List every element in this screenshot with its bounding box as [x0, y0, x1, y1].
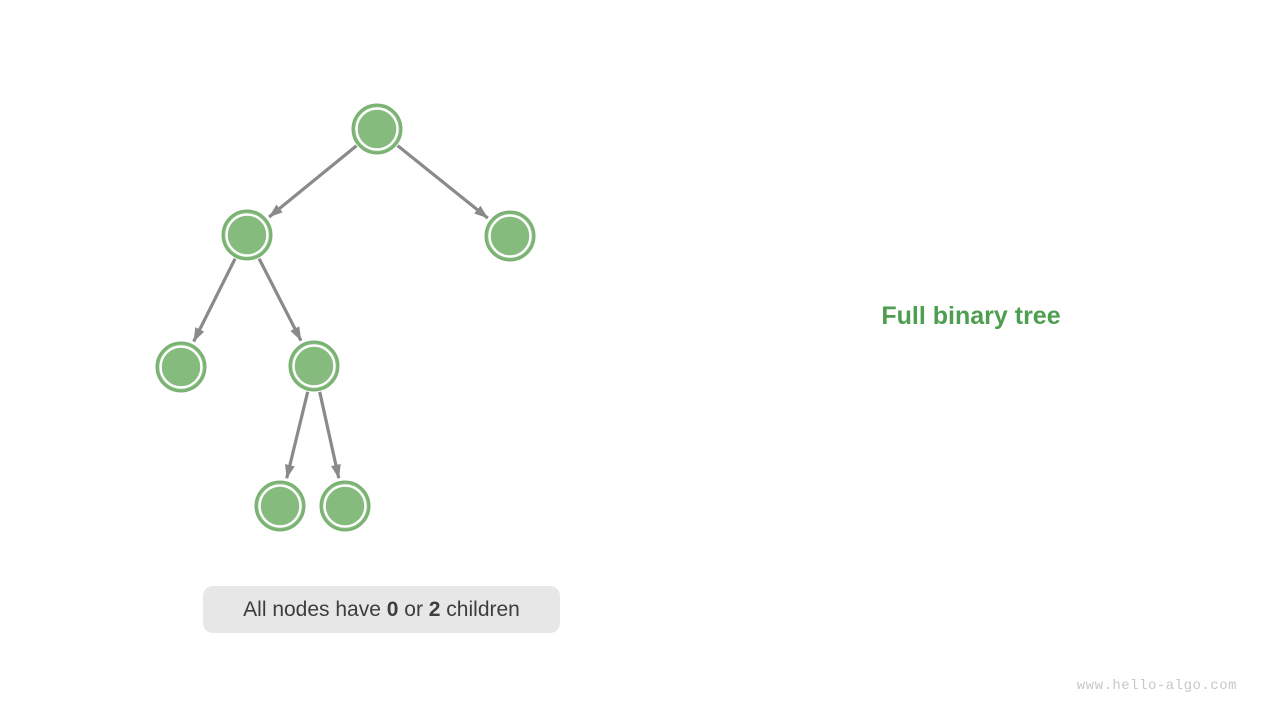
tree-edge-left-to-left-left: [192, 257, 237, 343]
caption-text: All nodes have 0 or 2 children: [243, 597, 520, 621]
tree-node-ll-left: [254, 480, 306, 532]
tree-node-ll-right: [319, 480, 371, 532]
tree-node-inner-ring: [355, 107, 399, 151]
tree-node-circle: [221, 209, 273, 261]
tree-node-circle: [155, 341, 207, 393]
tree-node-circle: [319, 480, 371, 532]
tree-node-circle: [288, 340, 340, 392]
watermark: www.hello-algo.com: [1076, 678, 1237, 694]
tree-node-right: [484, 210, 536, 262]
tree-node-inner-ring: [488, 214, 532, 258]
tree-node-inner-ring: [225, 213, 269, 257]
tree-type-label: Full binary tree: [881, 302, 1061, 330]
tree-node-left-right: [288, 340, 340, 392]
caption-box: All nodes have 0 or 2 children: [203, 586, 560, 633]
tree-node-inner-ring: [292, 344, 336, 388]
tree-edge-left-right-to-ll-right: [318, 391, 341, 479]
tree-nodes: [155, 103, 536, 532]
tree-edge-left-to-left-right: [257, 257, 303, 342]
tree-node-left-left: [155, 341, 207, 393]
tree-node-circle: [351, 103, 403, 155]
tree-node-circle: [254, 480, 306, 532]
tree-edge-left-right-to-ll-left: [285, 391, 310, 479]
tree-node-root: [351, 103, 403, 155]
tree-node-inner-ring: [258, 484, 302, 528]
tree-node-inner-ring: [323, 484, 367, 528]
tree-edge-root-to-right: [396, 144, 489, 220]
tree-node-left: [221, 209, 273, 261]
tree-node-inner-ring: [159, 345, 203, 389]
tree-edge-root-to-left: [268, 144, 358, 219]
tree-node-circle: [484, 210, 536, 262]
tree-edges: [192, 144, 489, 479]
